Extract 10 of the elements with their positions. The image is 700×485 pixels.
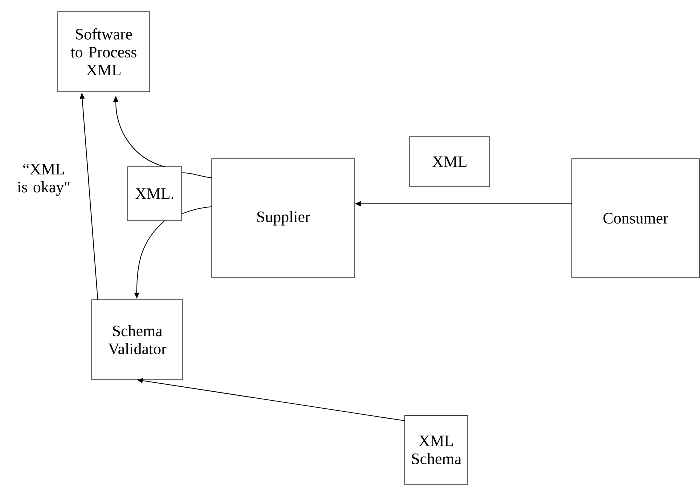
document-box: XML Schema (404, 416, 468, 485)
connector-line (182, 206, 212, 214)
process-box: Schema Validator (92, 300, 184, 380)
connector-line (182, 172, 212, 178)
process-box: Software to Process XML (58, 12, 150, 92)
actor-box: Supplier (212, 158, 356, 278)
actor-box: Consumer (572, 158, 700, 278)
document-box: XML (410, 136, 490, 188)
document-box: XML. (128, 166, 182, 222)
edge-label: “XML is okay" (18, 164, 70, 196)
